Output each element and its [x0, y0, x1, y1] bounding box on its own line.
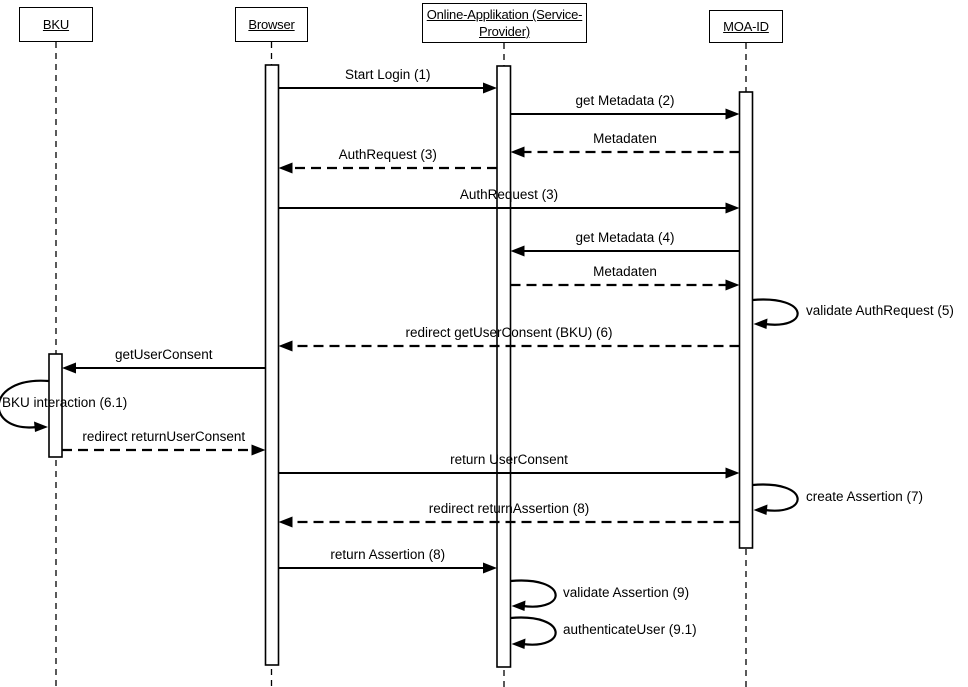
message-label-metadaten-4: Metadaten [593, 264, 657, 279]
self-call-arc-bku-interaction-6-1 [0, 379, 50, 429]
message-label-redirect-returnuserconsent: redirect returnUserConsent [82, 429, 246, 444]
moa-id-activation [738, 91, 754, 549]
message-arrowhead-redirect-getuserconsent-bku-6 [278, 340, 293, 352]
actor-browser: Browser [235, 7, 308, 42]
self-call-label-create-assertion-7: create Assertion (7) [806, 488, 924, 504]
actor-label-online-applikation: Provider) [479, 24, 530, 39]
self-call-label-validate-assertion-9: validate Assertion (9) [563, 584, 690, 600]
actor-online-applikation: Online-Applikation (Service- Provider) [422, 3, 587, 43]
self-call-label-bku-interaction-6-1: BKU interaction (6.1) [2, 395, 128, 410]
message-arrowhead-redirect-returnassertion-8 [278, 516, 293, 528]
message-arrowhead-return-assertion-8 [483, 562, 497, 574]
message-arrowhead-get-metadata-4 [510, 245, 525, 257]
bku-activation [48, 353, 63, 458]
message-arrowhead-start-login-1 [483, 82, 497, 94]
self-call-label-validate-authrequest-5: validate AuthRequest (5) [806, 303, 954, 318]
self-call-arrowhead-authenticateuser-9-1 [511, 638, 526, 649]
message-label-redirect-getuserconsent-bku-6: redirect getUserConsent (BKU) (6) [405, 325, 613, 340]
message-label-authrequest-3: AuthRequest (3) [459, 187, 559, 202]
self-call-arrowhead-bku-interaction-6-1 [34, 421, 48, 432]
message-label-metadaten-2: Metadaten [593, 131, 657, 146]
message-arrowhead-authrequest-3-return [278, 162, 293, 174]
message-arrowhead-get-metadata-2 [725, 108, 740, 120]
actor-label-browser: Browser [248, 17, 295, 32]
message-arrowhead-redirect-returnuserconsent [251, 444, 266, 456]
message-label-redirect-returnassertion-8: redirect returnAssertion (8) [428, 501, 590, 516]
self-call-arrowhead-validate-assertion-9 [511, 600, 526, 611]
message-label-return-assertion-8: return Assertion (8) [330, 547, 446, 562]
actor-bku: BKU [19, 7, 93, 42]
self-call-arc-validate-authrequest-5 [752, 298, 799, 326]
message-arrowhead-metadaten-4 [725, 279, 740, 291]
self-call-label-authenticateuser-9-1: authenticateUser (9.1) [563, 622, 697, 637]
message-arrowhead-return-userconsent [725, 467, 740, 479]
self-call-arc-validate-assertion-9 [510, 579, 557, 608]
actor-label-bku: BKU [42, 17, 70, 32]
message-label-getuserconsent: getUserConsent [114, 347, 213, 362]
message-label-get-metadata-4: get Metadata (4) [575, 230, 675, 245]
actor-label-moa-id: MOA-ID [723, 19, 769, 34]
browser-activation [264, 64, 280, 666]
self-call-arrowhead-validate-authrequest-5 [753, 318, 768, 329]
message-label-start-login-1: Start Login (1) [344, 67, 431, 82]
message-arrowhead-getuserconsent [62, 362, 76, 374]
self-call-arrowhead-create-assertion-7 [753, 504, 768, 515]
message-label-return-userconsent: return UserConsent [450, 452, 568, 467]
actor-moa-id: MOA-ID [709, 10, 783, 43]
self-call-arc-create-assertion-7 [752, 483, 799, 512]
self-call-arc-authenticateuser-9-1 [510, 616, 557, 646]
message-label-get-metadata-2: get Metadata (2) [575, 93, 675, 108]
actor-label-online-applikation: Online-Applikation (Service- [426, 7, 583, 22]
message-arrowhead-authrequest-3 [725, 202, 740, 214]
message-arrowhead-metadaten-2 [510, 146, 525, 158]
online-applikation-activation [496, 65, 512, 668]
message-label-authrequest-3-return: AuthRequest (3) [338, 147, 437, 162]
